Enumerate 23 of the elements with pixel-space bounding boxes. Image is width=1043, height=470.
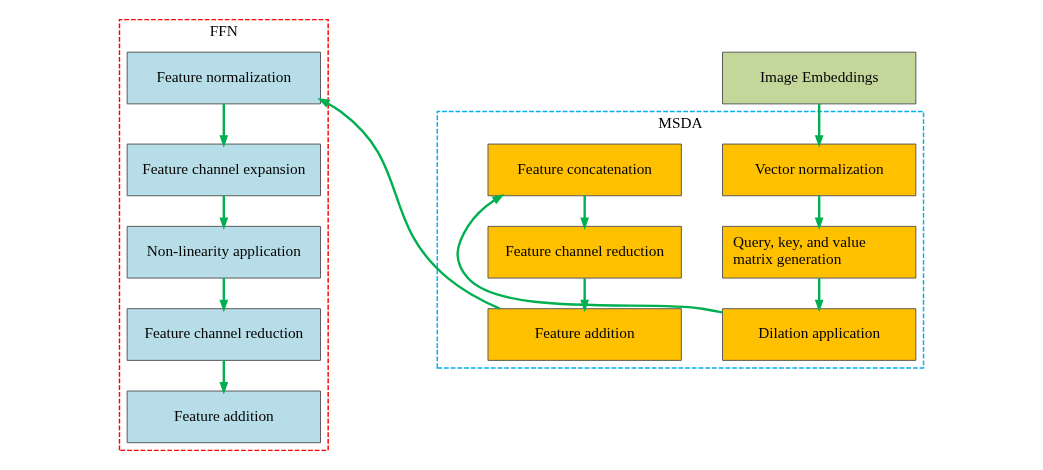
node-box: Query, key, and value matrix generation [722,225,917,279]
node-box: Feature channel expansion [126,143,321,197]
node-box: Dilation application [722,308,917,361]
arrow [580,195,590,230]
arrow [219,360,229,395]
node-box: Feature channel reduction [487,225,682,279]
arrow [219,195,229,230]
node-box: Feature addition [487,308,682,361]
arrow [814,278,824,313]
arrow [456,193,723,314]
node-box: Vector normalization [722,143,917,197]
node-box: Feature addition [126,390,321,444]
arrow [219,278,229,313]
node-box: Feature channel reduction [126,308,321,361]
arrow [580,278,590,313]
arrow [814,195,824,230]
arrow [814,104,824,148]
node-box: Image Embeddings [722,51,917,105]
arrow [317,98,501,310]
node-box: Non-linearity application [126,225,321,279]
node-box: Feature concatenation [487,143,682,197]
arrow [219,104,229,148]
node-box: Feature normalization [126,51,321,105]
